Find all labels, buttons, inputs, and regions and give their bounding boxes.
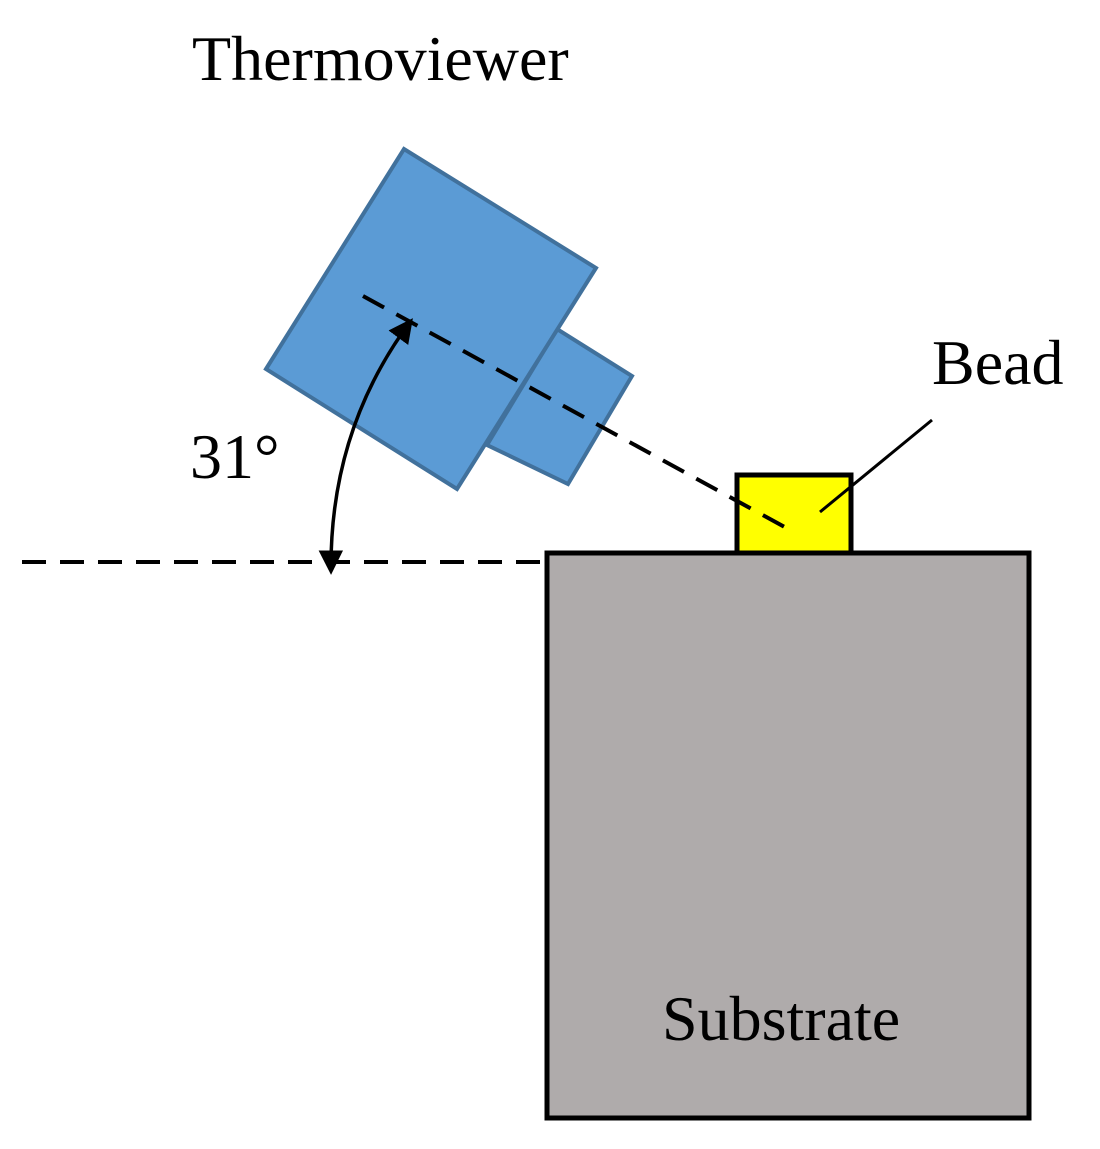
bead-block: [734, 472, 854, 556]
bead-leader-line: [819, 418, 933, 514]
thermoviewer-label: Thermoviewer: [192, 23, 569, 94]
angle-arc: [318, 318, 413, 575]
angle-label: 31°: [190, 421, 280, 492]
substrate-label: Substrate: [662, 983, 900, 1054]
bead-label: Bead: [932, 327, 1064, 398]
line-of-sight: [362, 294, 791, 532]
substrate-block: [544, 550, 1032, 1121]
